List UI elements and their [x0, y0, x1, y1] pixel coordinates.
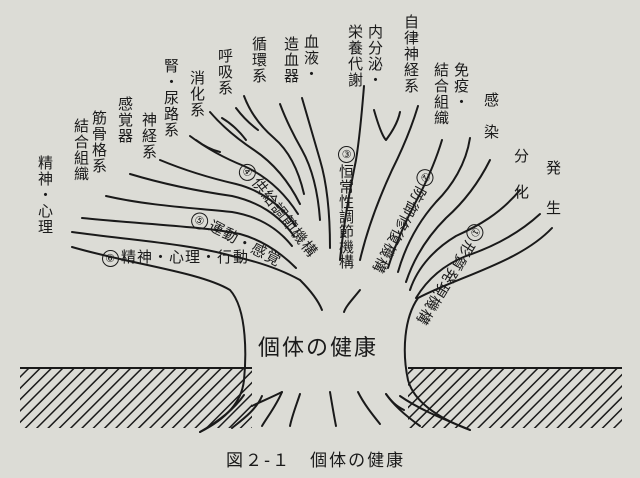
- mechanism-6-number: ⑥: [102, 250, 119, 267]
- branch-4-a: [129, 173, 295, 237]
- label-zoketsuki: 造血器: [282, 36, 300, 84]
- branch-5-a: [81, 217, 297, 269]
- branch-6: [71, 231, 301, 281]
- branch-1-a: [409, 189, 521, 291]
- branch-4-b: [159, 159, 297, 227]
- mechanism-6-label: 精神・心理・行動: [121, 248, 250, 266]
- branch-2-c: [405, 159, 491, 283]
- label-meneki: 免疫・: [452, 62, 470, 110]
- label-ketsugo-soshiki-right: 結合組織: [432, 62, 450, 126]
- label-ketsueki: 血液・: [302, 34, 320, 82]
- mechanism-3-label: 恒常性調節機構: [337, 164, 355, 269]
- label-jiritsu-shinkei: 自律神経系: [402, 14, 420, 94]
- branch-3-d: [373, 109, 401, 141]
- twig-1: [195, 139, 221, 153]
- trunk-inner-left: [299, 279, 323, 311]
- label-kankakuki: 感覚器: [116, 96, 134, 144]
- label-kan: 感: [482, 92, 500, 108]
- branch-1-b: [415, 213, 541, 299]
- label-seishin-shinri: 精神・心理: [36, 155, 54, 235]
- branch-3-a: [279, 103, 321, 221]
- ground-left: [20, 368, 252, 428]
- root-6: [357, 391, 381, 425]
- twig-3: [235, 107, 259, 131]
- root-2: [231, 395, 263, 429]
- figure-caption: 図２-１ 個体の健康: [226, 451, 406, 471]
- label-shoka: 消化系: [188, 70, 206, 118]
- root-5: [329, 391, 337, 427]
- trunk-inner-right: [343, 289, 361, 313]
- branch-3-c: [339, 85, 365, 261]
- root-3: [261, 391, 283, 427]
- label-kokyu: 呼吸系: [216, 48, 234, 96]
- trunk-right-edge: [403, 227, 553, 431]
- branch-2-b: [397, 137, 471, 273]
- label-bun: 分: [512, 148, 530, 164]
- branch-3-b: [301, 97, 331, 249]
- root-1: [199, 394, 245, 433]
- label-hatsu: 発: [544, 160, 562, 176]
- branch-4-e: [243, 95, 305, 195]
- ground-right: [408, 368, 622, 428]
- trunk-title: 個体の健康: [258, 336, 379, 361]
- label-kinkokaku: 筋骨格系: [90, 110, 108, 174]
- mechanism-3: ③恒常性調節機構: [336, 146, 357, 269]
- trunk-left-edge: [71, 246, 247, 433]
- label-sei: 生: [544, 200, 562, 216]
- root-8: [399, 395, 471, 431]
- label-eiyo-taisha: 栄養代謝: [346, 24, 364, 88]
- label-sen: 染: [482, 124, 500, 140]
- label-shinkei: 神経系: [140, 112, 158, 160]
- label-ketsugo-soshiki-left: 結合組織: [72, 118, 90, 182]
- label-jin-nyoro: 腎・尿路系: [162, 58, 180, 138]
- mechanism-3-number: ③: [338, 146, 355, 163]
- twig-2: [221, 117, 247, 141]
- label-junkan: 循環系: [250, 36, 268, 84]
- branch-3-e: [359, 105, 419, 261]
- root-9: [251, 391, 283, 407]
- label-ka: 化: [512, 184, 530, 200]
- branch-2-a: [387, 139, 443, 269]
- label-naibunpi: 内分泌・: [366, 24, 384, 88]
- root-4: [289, 393, 301, 427]
- branch-4-d: [209, 111, 301, 205]
- branch-5-b: [105, 195, 293, 247]
- root-10: [385, 393, 405, 411]
